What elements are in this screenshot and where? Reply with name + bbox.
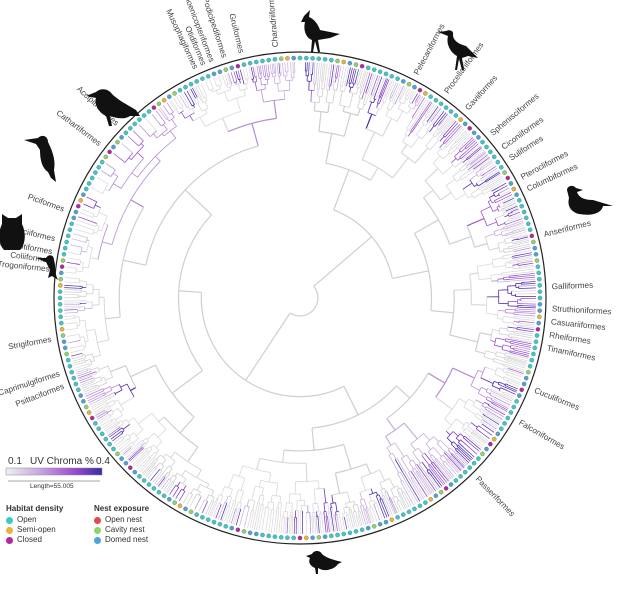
- order-label-cuculiformes: Cuculiformes: [533, 386, 581, 412]
- legend-item-label: Open nest: [105, 515, 142, 524]
- order-label-anseriformes: Anseriformes: [543, 219, 592, 239]
- legend-item-label: Open: [17, 515, 37, 524]
- nest-legend-title: Nest exposure: [94, 504, 150, 513]
- lapwing-silhouette: [301, 10, 340, 52]
- raven-silhouette: [86, 89, 140, 126]
- order-label-piciformes: Piciformes: [27, 192, 66, 214]
- order-label-passeriformes: Passeriformes: [474, 474, 517, 518]
- woodpecker-silhouette: [24, 135, 56, 182]
- colorbar-gradient: [5, 467, 103, 476]
- order-label-falconiformes: Falconiformes: [517, 418, 566, 452]
- cavity-nest-dot-icon: [94, 526, 101, 534]
- hummingbird-silhouette: [36, 255, 58, 280]
- order-label-gruiformes: Gruiformes: [227, 13, 246, 54]
- order-label-casuariiformes: Casuariiformes: [550, 317, 606, 332]
- order-labels: CharadriiformesPelecaniformesProcellarii…: [0, 0, 612, 518]
- open-nest-dot-icon: [94, 516, 101, 524]
- domed-nest-dot-icon: [94, 536, 101, 544]
- colorbar-label: UV Chroma %: [30, 456, 94, 467]
- legend-item-cavity-nest: Cavity nest: [94, 525, 149, 535]
- length-label: Length=55.005: [30, 483, 74, 490]
- legend-item-semi-open: Semi-open: [6, 525, 63, 535]
- heron-silhouette: [438, 30, 478, 70]
- colorbar: 0.1 UV Chroma % 0.4 Length=55.005: [5, 456, 110, 490]
- legend-item-label: Semi-open: [17, 525, 56, 534]
- legend-item-label: Domed nest: [105, 535, 149, 544]
- nest-legend: Nest exposure Open nest Cavity nest Dome…: [94, 504, 149, 545]
- order-label-charadriiformes: Charadriiformes: [266, 0, 280, 48]
- duck-silhouette: [567, 185, 613, 215]
- colorbar-min: 0.1: [8, 456, 22, 467]
- legend-item-label: Cavity nest: [105, 525, 145, 534]
- legend-item-domed-nest: Domed nest: [94, 535, 149, 545]
- order-label-struthioniformes: Struthioniformes: [552, 304, 612, 316]
- order-label-gaviiformes: Gaviiformes: [463, 74, 499, 112]
- trait-ring: [57, 55, 543, 541]
- open-dot-icon: [6, 516, 13, 524]
- colorbar-max: 0.4: [96, 456, 110, 467]
- owl-silhouette: [0, 214, 25, 250]
- order-label-galliformes: Galliformes: [552, 281, 594, 291]
- songbird-silhouette: [306, 551, 342, 574]
- order-label-cathartiformes: Cathartiformes: [55, 108, 103, 148]
- legend-item-open-nest: Open nest: [94, 515, 149, 525]
- order-label-pelecaniformes: Pelecaniformes: [412, 22, 446, 76]
- order-label-rheiformes: Rheiformes: [549, 330, 592, 345]
- semi-open-dot-icon: [6, 526, 13, 534]
- legend-item-closed: Closed: [6, 535, 63, 545]
- phylogenetic-tree: [63, 62, 537, 535]
- closed-dot-icon: [6, 536, 13, 544]
- legend-item-open: Open: [6, 515, 63, 525]
- order-label-tinamiformes: Tinamiformes: [546, 344, 596, 363]
- habitat-legend: Habitat density Open Semi-open Closed: [6, 504, 63, 545]
- legend-item-label: Closed: [17, 535, 42, 544]
- outer-circle: [53, 51, 547, 545]
- habitat-legend-title: Habitat density: [6, 504, 64, 513]
- order-label-strigiformes: Strigiformes: [8, 335, 53, 351]
